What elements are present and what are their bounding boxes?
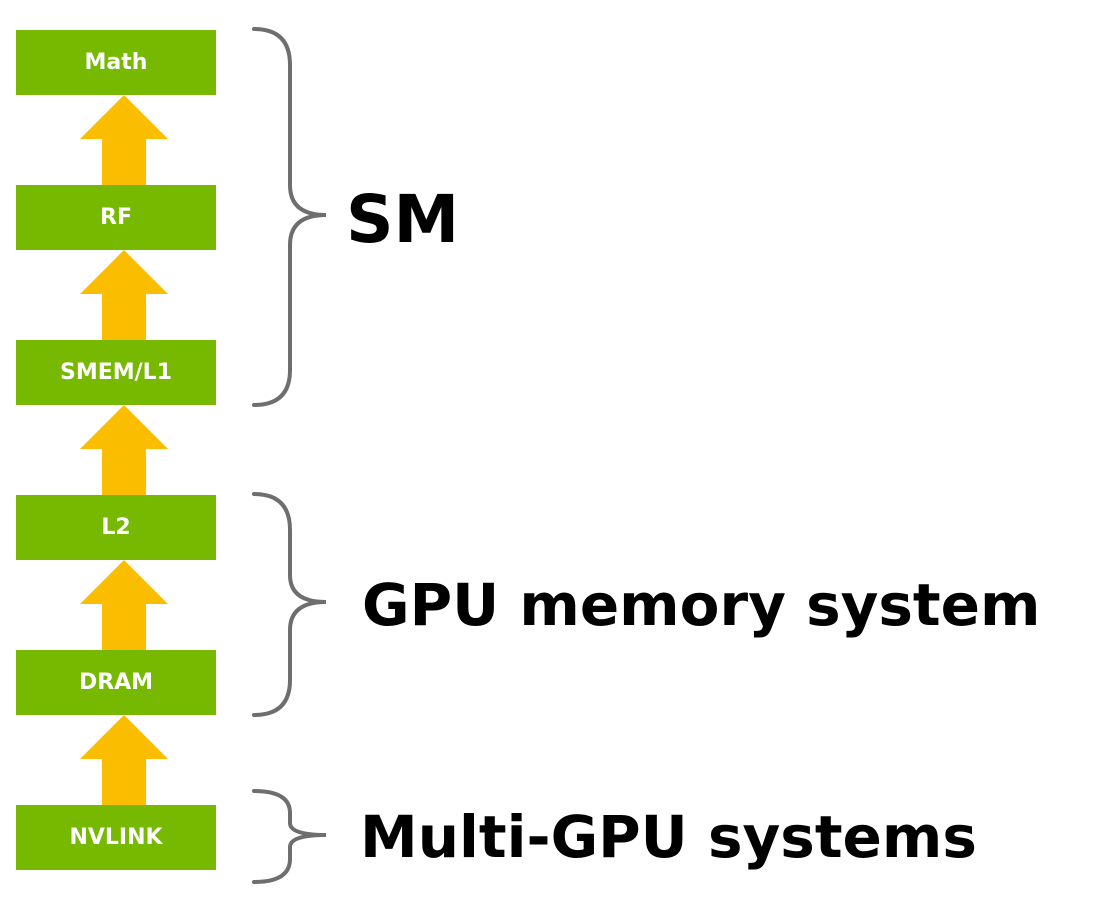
stack-label: DRAM: [78, 670, 154, 695]
stack-box-math: Math: [16, 30, 216, 95]
brace-gpu-memory-icon: [252, 492, 327, 717]
stack-label: Math: [84, 50, 148, 75]
stack-label: NVLINK: [69, 825, 163, 850]
stack-box-dram: DRAM: [16, 650, 216, 715]
stack-label: L2: [101, 515, 131, 540]
brace-sm-icon: [252, 27, 327, 407]
up-arrow-icon: [80, 250, 168, 340]
group-label-gpu-memory-system: GPU memory system: [362, 571, 1041, 639]
stack-box-rf: RF: [16, 185, 216, 250]
brace-multi-gpu-icon: [252, 789, 327, 884]
stack-box-l2: L2: [16, 495, 216, 560]
up-arrow-icon: [80, 405, 168, 495]
up-arrow-icon: [80, 715, 168, 805]
stack-box-nvlink: NVLINK: [16, 805, 216, 870]
group-label-sm: SM: [346, 181, 460, 258]
stack-box-smem-l1: SMEM/L1: [16, 340, 216, 405]
up-arrow-icon: [80, 95, 168, 185]
stack-label: RF: [100, 205, 132, 230]
group-label-multi-gpu-systems: Multi-GPU systems: [360, 803, 977, 871]
up-arrow-icon: [80, 560, 168, 650]
stack-label: SMEM/L1: [59, 360, 173, 385]
